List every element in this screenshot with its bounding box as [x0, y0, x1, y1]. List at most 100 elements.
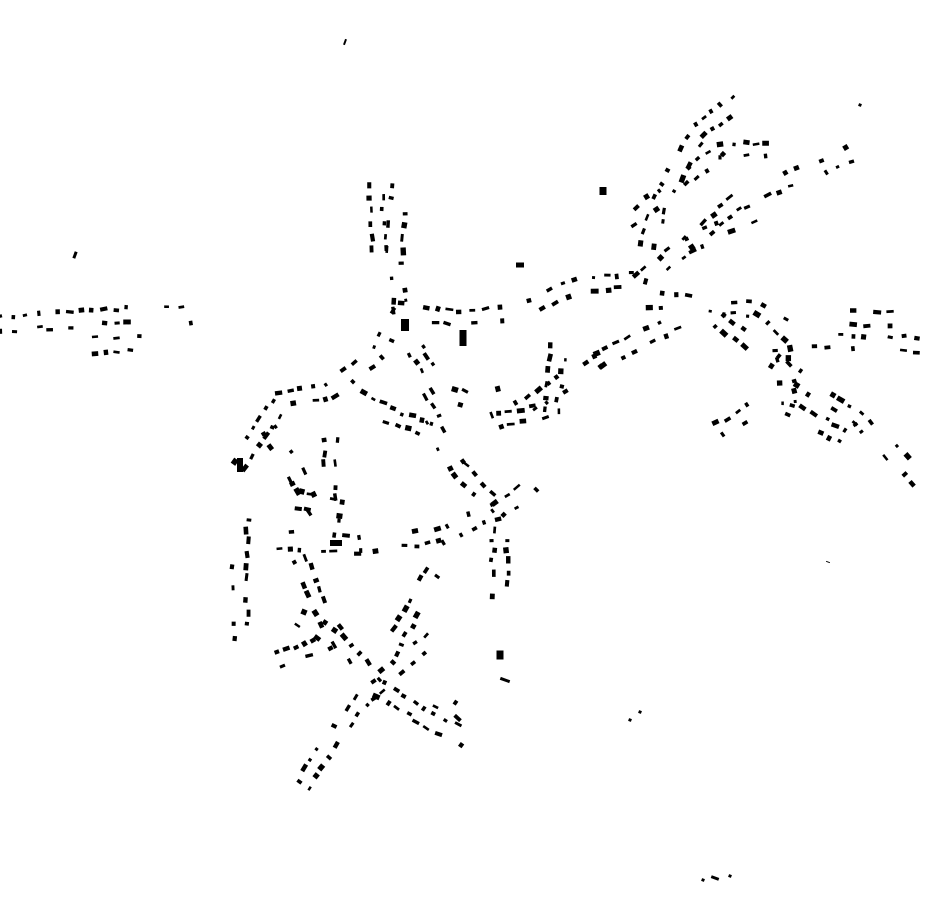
building	[711, 418, 720, 426]
building	[782, 169, 789, 176]
building	[557, 408, 561, 415]
building	[745, 314, 750, 318]
building	[444, 523, 450, 530]
building	[22, 313, 28, 318]
building	[243, 597, 248, 603]
building	[499, 676, 511, 684]
building	[639, 265, 647, 272]
building	[454, 721, 463, 728]
building	[776, 380, 783, 386]
building	[701, 878, 705, 882]
building	[605, 287, 612, 294]
building	[804, 391, 812, 398]
building	[279, 663, 286, 669]
building	[713, 220, 719, 227]
building	[11, 330, 18, 334]
building	[631, 348, 638, 356]
building	[656, 254, 665, 262]
building	[381, 679, 388, 686]
building	[682, 179, 690, 187]
building	[367, 182, 372, 189]
building	[848, 159, 855, 165]
building	[392, 686, 401, 694]
building	[0, 314, 3, 319]
building	[376, 331, 382, 338]
building	[683, 236, 690, 242]
building	[842, 144, 850, 152]
building	[559, 384, 565, 389]
building	[489, 538, 494, 543]
building	[712, 323, 718, 330]
building	[643, 193, 651, 201]
building	[674, 292, 679, 298]
building	[428, 386, 436, 396]
building	[640, 227, 646, 235]
building	[412, 640, 418, 646]
building	[436, 413, 442, 418]
building	[332, 740, 340, 749]
building	[528, 403, 536, 409]
building	[471, 320, 478, 325]
building	[440, 539, 446, 546]
building	[645, 304, 653, 311]
building	[825, 434, 833, 442]
building	[458, 532, 464, 538]
building	[372, 548, 379, 555]
building	[310, 383, 316, 389]
building	[504, 492, 511, 499]
building	[244, 573, 249, 582]
building	[394, 650, 401, 658]
building	[123, 319, 131, 325]
building	[743, 204, 751, 210]
building	[359, 548, 363, 553]
building	[325, 754, 333, 761]
building	[406, 352, 412, 358]
building	[658, 181, 665, 187]
building	[399, 412, 405, 417]
building	[740, 342, 749, 351]
building	[651, 193, 658, 200]
building	[274, 390, 283, 396]
building	[127, 348, 134, 352]
building	[382, 194, 386, 201]
building	[500, 511, 507, 519]
building	[137, 334, 142, 339]
building	[296, 778, 303, 785]
building	[765, 320, 771, 326]
building	[88, 307, 94, 313]
building	[410, 660, 417, 667]
building	[322, 396, 329, 403]
building	[300, 608, 308, 616]
building	[547, 342, 553, 349]
building	[413, 358, 421, 366]
building	[544, 400, 549, 406]
building	[858, 429, 864, 435]
building	[290, 400, 297, 407]
building	[385, 699, 392, 707]
building	[389, 276, 394, 281]
building	[308, 562, 315, 571]
building	[613, 285, 622, 290]
building	[732, 142, 736, 147]
building	[718, 221, 725, 227]
building	[350, 359, 358, 367]
building	[339, 499, 345, 505]
building	[303, 506, 312, 512]
building	[398, 669, 406, 677]
building	[333, 459, 337, 467]
building	[301, 467, 308, 476]
building	[699, 130, 708, 139]
building	[491, 569, 496, 577]
building	[560, 281, 566, 286]
building	[604, 273, 611, 277]
building	[590, 288, 599, 294]
building	[287, 546, 294, 552]
building	[526, 297, 532, 304]
building	[750, 219, 758, 225]
building	[725, 114, 734, 122]
building	[791, 387, 798, 395]
building	[781, 401, 784, 406]
building	[402, 212, 408, 216]
building	[414, 544, 420, 549]
